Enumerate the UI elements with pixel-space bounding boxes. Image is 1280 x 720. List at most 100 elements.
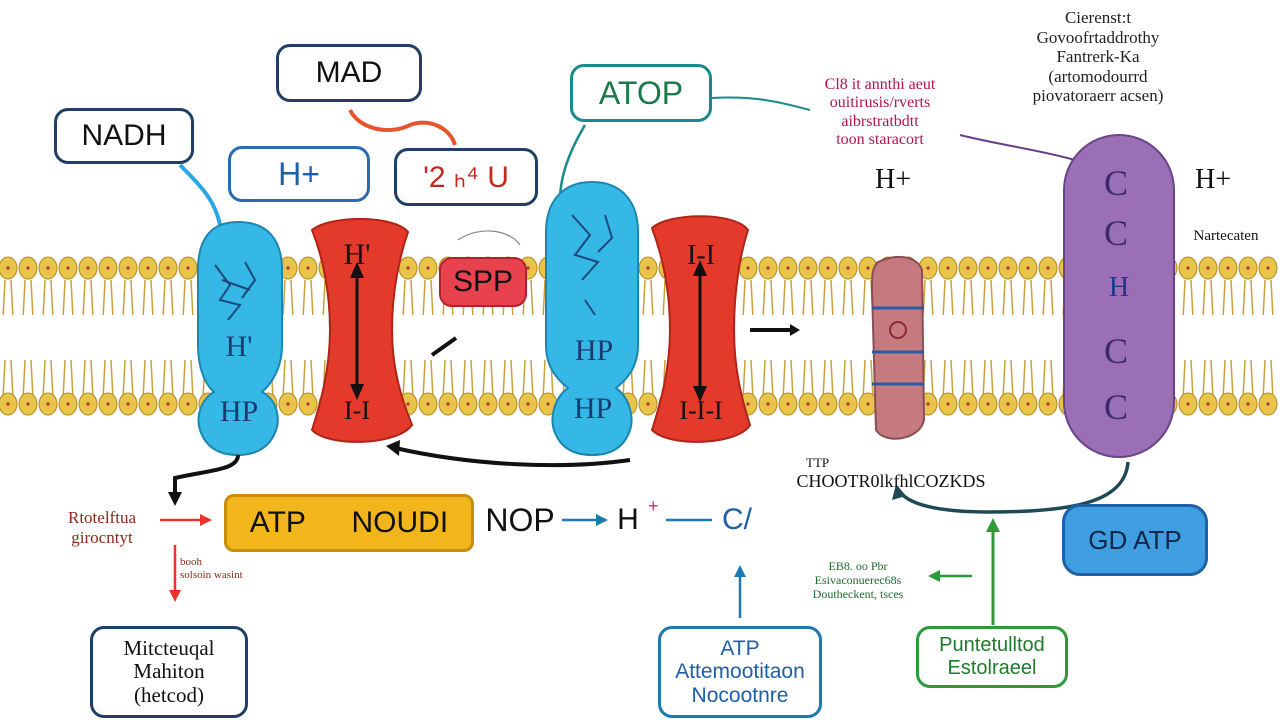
lipid-head-dot	[1046, 266, 1050, 270]
atp-nocotine-box: ATP Attemootitaon Nocootnre	[658, 626, 822, 718]
lipid-tail	[430, 279, 434, 316]
lipid-head-dot	[1246, 402, 1250, 406]
flow-arrow-back	[394, 446, 631, 468]
lipid-tail	[542, 279, 546, 316]
lipid-tail	[190, 359, 194, 396]
lipid-tail	[282, 359, 286, 396]
red-protein-1	[310, 218, 414, 443]
lipid-tail	[782, 279, 786, 316]
mitochondrial-box: Mitcteuqal Mahiton (hetcod)	[90, 626, 248, 718]
lipid-tail	[930, 279, 934, 316]
spp-protein	[439, 257, 527, 307]
lipid-head-dot	[1246, 266, 1250, 270]
lipid-head-dot	[646, 266, 650, 270]
lipid-tail	[70, 359, 74, 396]
lipid-tail	[290, 359, 294, 396]
lipid-tail	[90, 359, 94, 396]
lipid-tail	[290, 279, 294, 316]
nadh-box: NADH	[54, 108, 194, 164]
atop-box: ATOP	[570, 64, 712, 122]
lipid-tail	[790, 359, 794, 396]
lipid-tail	[950, 359, 954, 396]
lipid-tail	[750, 279, 754, 316]
lipid-head-dot	[806, 266, 810, 270]
lipid-tail	[442, 359, 446, 396]
tr-line-5: piovatoraerr acsen)	[1032, 86, 1164, 106]
pink-protein	[870, 255, 926, 440]
lipid-tail	[462, 359, 466, 396]
lipid-tail	[1050, 359, 1054, 396]
lipid-head-dot	[1186, 266, 1190, 270]
lipid-tail	[510, 359, 514, 396]
lipid-head-dot	[1206, 266, 1210, 270]
lipid-tail	[1022, 359, 1026, 396]
atp-noco-line-2: Attemootitaon	[675, 660, 805, 684]
small-arrow-left	[430, 336, 458, 357]
purple-c-glyph-4: C	[1103, 387, 1128, 427]
lipid-head-dot	[6, 266, 10, 270]
lipid-tail	[102, 359, 106, 396]
lipid-tail	[870, 359, 874, 396]
lipid-tail	[122, 279, 126, 316]
lipid-head-dot	[166, 402, 170, 406]
mg-line-3: aibrstratbdtt	[841, 112, 919, 130]
ls-line-1: booh	[180, 556, 202, 568]
lipid-tail	[1242, 279, 1246, 316]
lipid-tail	[182, 359, 186, 396]
lipid-head-dot	[86, 402, 90, 406]
lipid-tail	[930, 359, 934, 396]
lipid-head-dot	[646, 402, 650, 406]
puntetulltod-box: Puntetulltod Estolraeel	[916, 626, 1068, 688]
lipid-head-dot	[866, 266, 870, 270]
lipid-tail	[110, 279, 114, 316]
lipid-head-dot	[526, 402, 530, 406]
lipid-tail	[62, 279, 66, 316]
lipid-tail	[542, 359, 546, 396]
lipid-tail	[402, 359, 406, 396]
lipid-tail	[822, 279, 826, 316]
lipid-tail	[130, 279, 134, 316]
lipid-tail	[30, 279, 34, 316]
gs-line-1: EB8. oo Pbr	[828, 559, 888, 573]
lipid-head-dot	[446, 402, 450, 406]
lipid-tail	[422, 279, 426, 316]
lipid-tail	[310, 359, 314, 396]
lipid-tail	[770, 279, 774, 316]
blue2-hp-bottom-label: HP	[573, 392, 613, 425]
magenta-annotation: Cl8 it annthi aeut ouitirusis/rverts aib…	[800, 76, 960, 150]
red2-top-label: I-I	[687, 240, 715, 271]
lipid-tail	[302, 359, 306, 396]
lipid-head-dot	[306, 402, 310, 406]
lipid-tail	[322, 279, 326, 316]
nop-label: NOP	[485, 501, 555, 538]
lipid-tail	[802, 359, 806, 396]
lipid-tail	[642, 359, 646, 396]
lipid-tail	[1210, 359, 1214, 396]
lipid-head-dot	[866, 402, 870, 406]
mito-line-3: (hetcod)	[134, 682, 204, 707]
lipid-head-dot	[1206, 402, 1210, 406]
lipid-tail	[410, 359, 414, 396]
lipid-tail	[22, 279, 26, 316]
green-small-annotation: EB8. oo Pbr Esivaconuerec68s Doutheckent…	[788, 559, 928, 601]
lipid-tail	[950, 279, 954, 316]
lipid-tail	[142, 279, 146, 316]
chain-line-2: CHOOTR0lkfhlCOZKDS	[796, 470, 986, 491]
blue1-hp-label: HP	[219, 395, 259, 428]
mg-line-1: Cl8 it annthi aeut	[824, 76, 936, 93]
lipid-head-dot	[186, 266, 190, 270]
lipid-head-dot	[746, 402, 750, 406]
lipid-head-dot	[826, 402, 830, 406]
lipid-head-dot	[6, 402, 10, 406]
lipid-tail	[110, 359, 114, 396]
mg-line-2: ouitirusis/rverts	[829, 94, 931, 112]
purple-return-arrow	[898, 461, 1130, 514]
lipid-tail	[1010, 359, 1014, 396]
lipid-tail	[1182, 279, 1186, 316]
lipid-tail	[450, 359, 454, 396]
lipid-tail	[42, 359, 46, 396]
lipid-tail	[1230, 359, 1234, 396]
lipid-tail	[802, 279, 806, 316]
lipid-tail	[170, 359, 174, 396]
